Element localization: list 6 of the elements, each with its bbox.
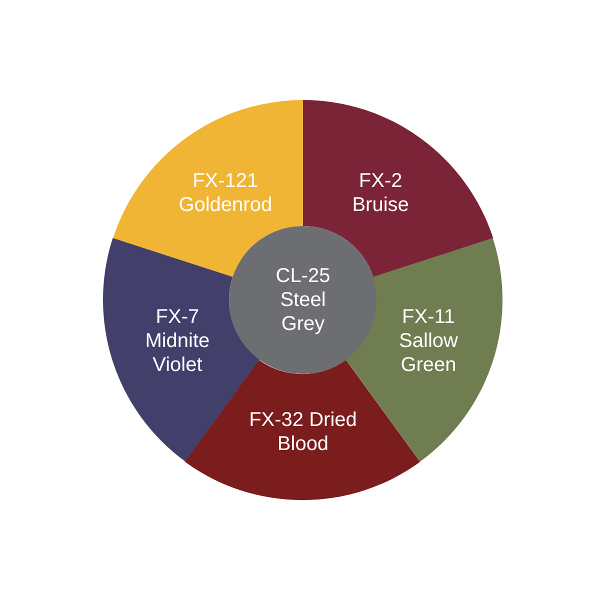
color-label: FX-32 Dried Blood bbox=[248, 408, 358, 456]
color-label: CL-25 Steel Grey bbox=[274, 264, 332, 336]
color-label: FX-2 Bruise bbox=[351, 169, 410, 218]
color-label: FX-11 Sallow Green bbox=[398, 304, 459, 377]
color-label: FX-7 Midnite Violet bbox=[144, 304, 211, 377]
color-label: FX-121 Goldenrod bbox=[178, 169, 274, 218]
